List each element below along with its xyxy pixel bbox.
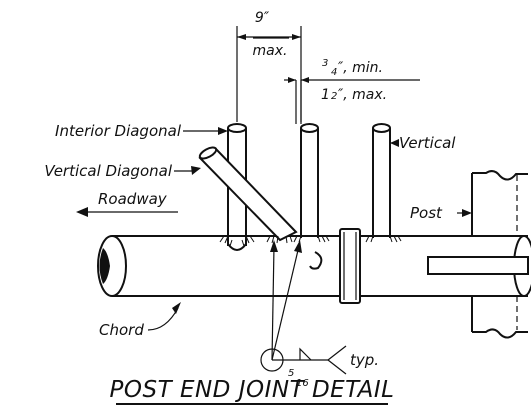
gap-min-numerator: 3 (322, 58, 328, 69)
typ-label: typ. (350, 351, 379, 369)
spacing-value: 9″ (255, 10, 270, 26)
gap-max-whole: 1 (321, 87, 330, 103)
gap-dimension (284, 77, 420, 124)
chord-label: Chord (99, 321, 144, 339)
roadway-label: Roadway (98, 190, 168, 208)
interior-diagonal-label: Interior Diagonal (55, 122, 182, 140)
weld-size-numerator: 5 (288, 368, 294, 379)
vertical-diagonal-pipe (198, 146, 298, 242)
gap-min-suffix: ″, min. (338, 60, 383, 76)
chord-collar (339, 228, 361, 304)
chord-pipe (97, 235, 531, 297)
weld-size-denominator: 16 (296, 378, 309, 389)
spacing-dimension (236, 26, 302, 122)
gap-max-suffix: ″, max. (338, 87, 387, 103)
vertical-pipe (372, 123, 391, 238)
weld-hatching (219, 235, 402, 247)
weld-symbol (260, 240, 347, 375)
middle-vertical-pipe (300, 123, 319, 238)
post-member (471, 170, 528, 339)
gap-min-denominator: 4 (331, 67, 337, 78)
spacing-note: max. (253, 43, 288, 59)
post-bar (427, 256, 529, 275)
gap-max-denominator: 2 (331, 91, 337, 102)
hole-symbol (309, 251, 323, 270)
diagram-title: POST END JOINT DETAIL (110, 377, 395, 403)
vertical-diagonal-label: Vertical Diagonal (44, 162, 173, 180)
post-label: Post (410, 204, 443, 222)
vertical-label: Vertical (399, 134, 456, 152)
